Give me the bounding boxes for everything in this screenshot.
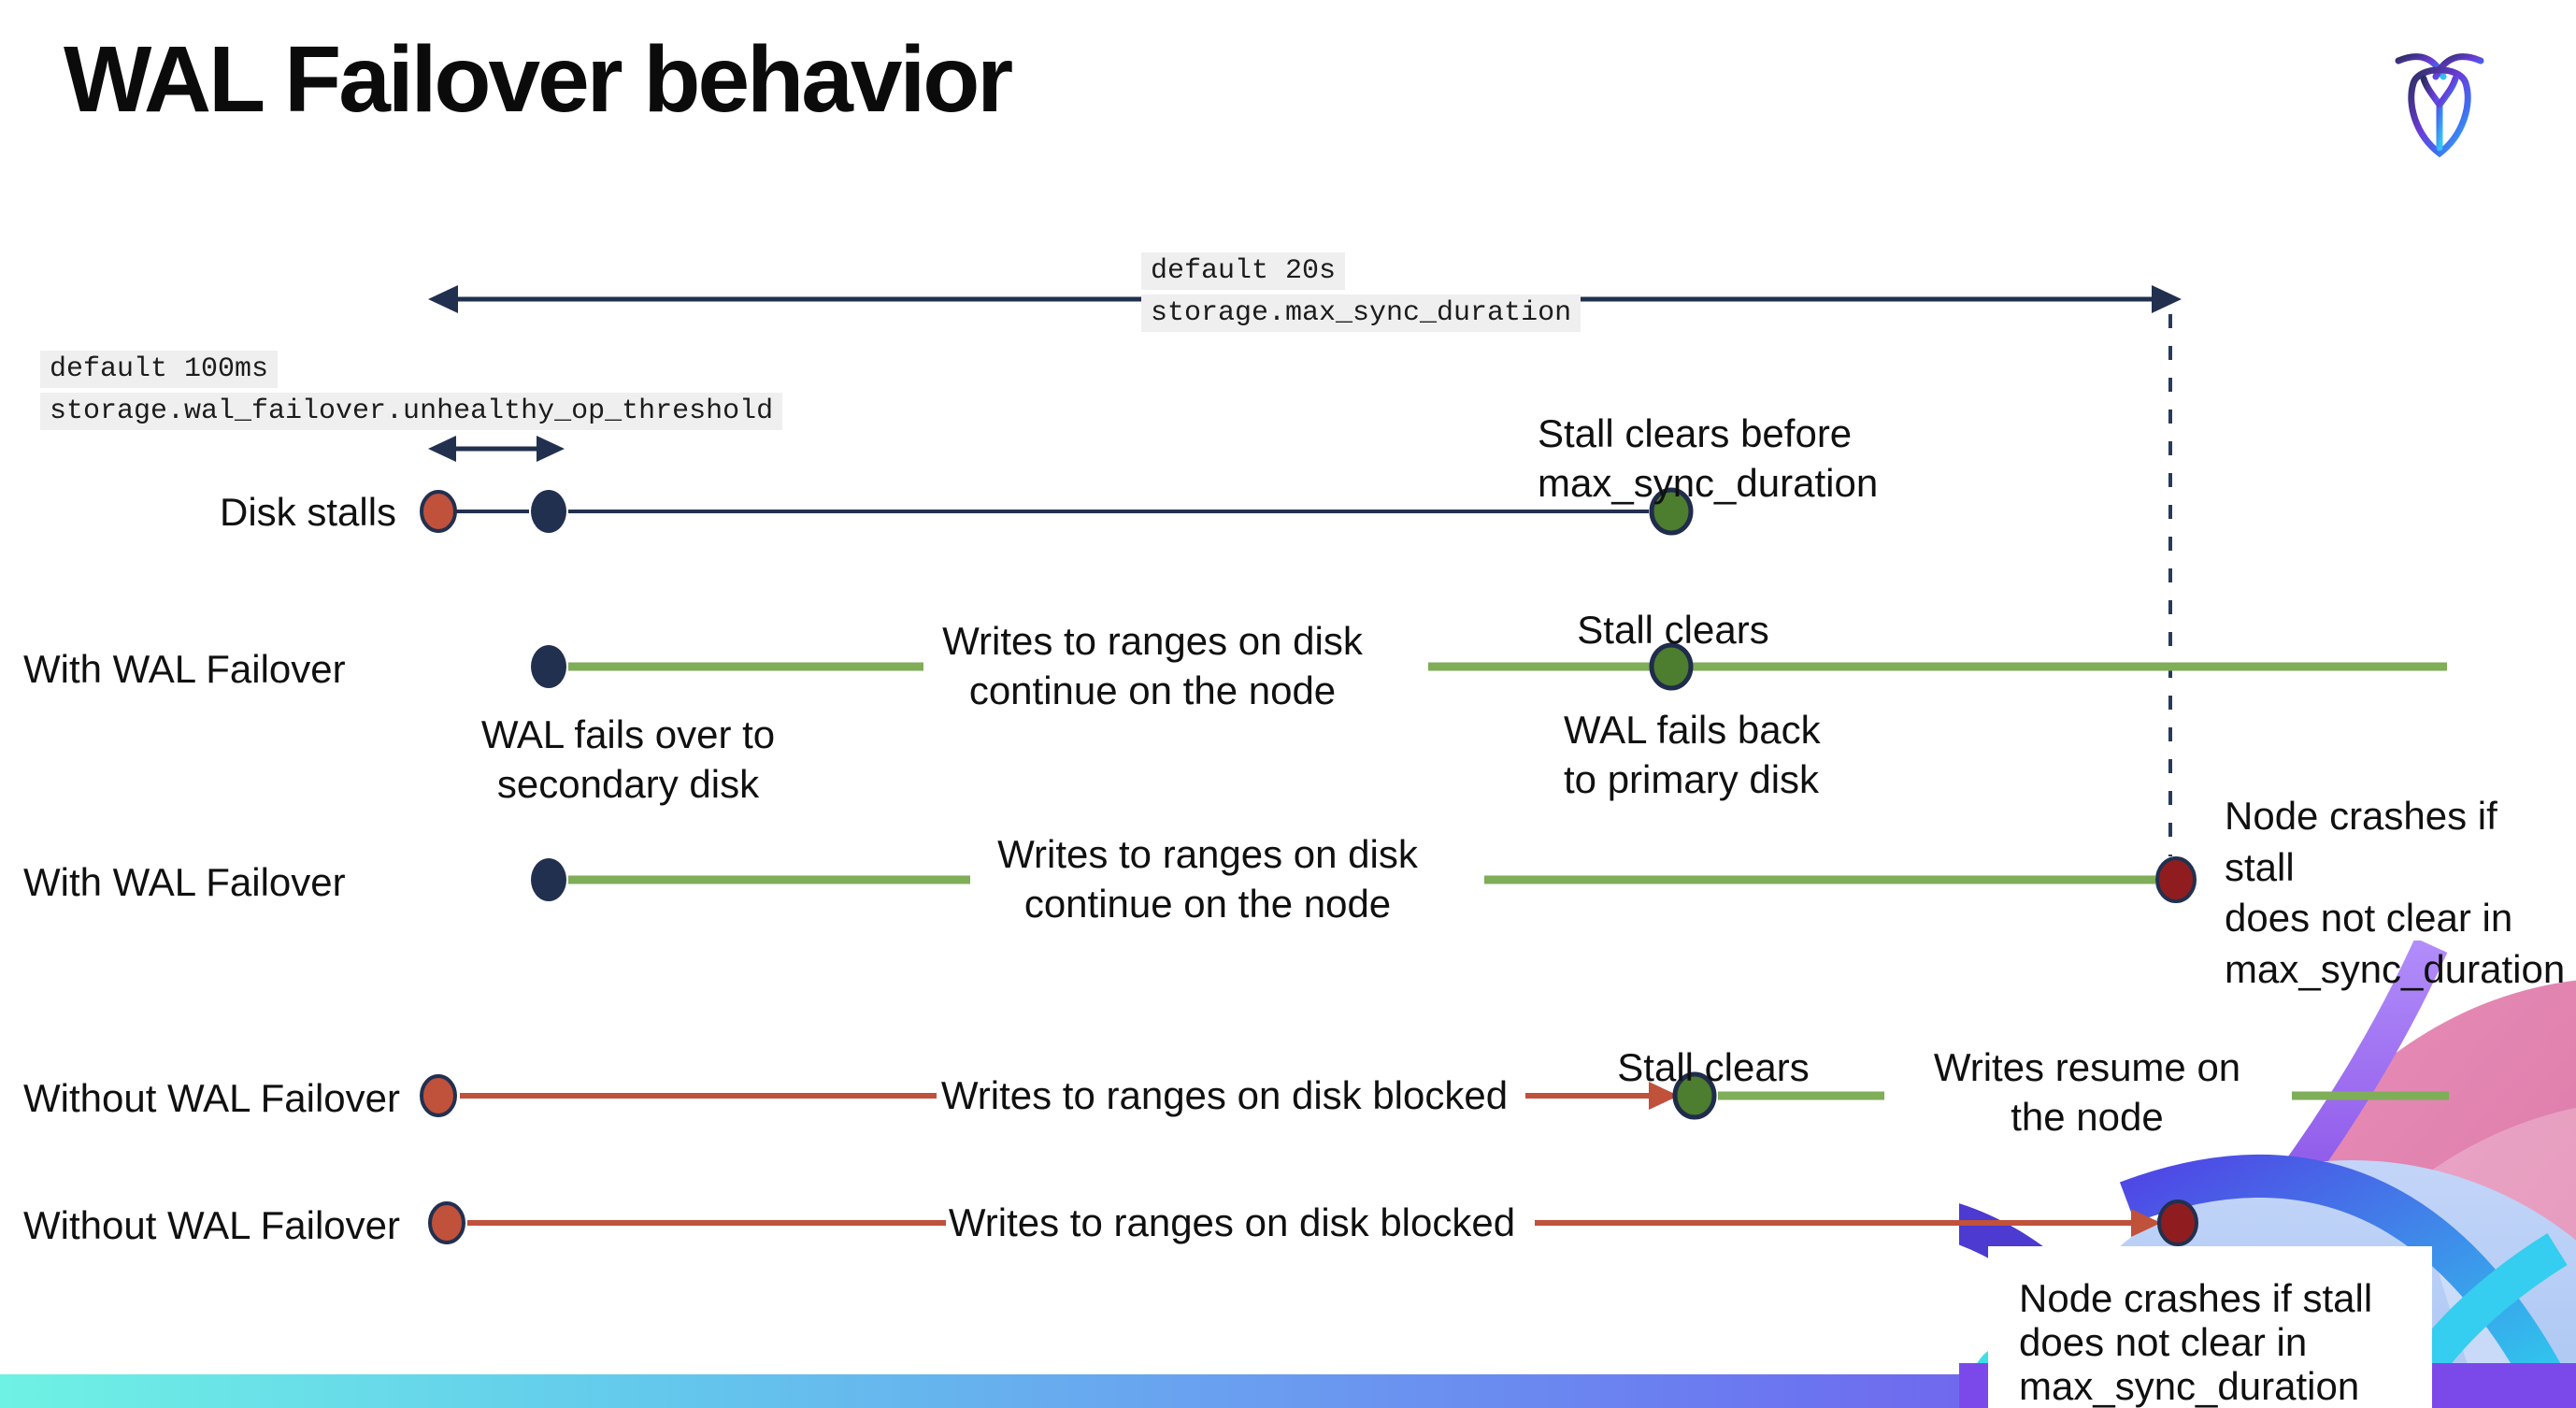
node-crash-dot xyxy=(2155,856,2197,903)
logo-strokes xyxy=(2395,53,2484,158)
annotation-wal-fails-over: WAL fails over to secondary disk xyxy=(480,712,776,806)
annotation-wal-fails-back: WAL fails back to primary disk xyxy=(1564,708,1821,801)
setting-default-value: default 20s xyxy=(1141,252,1346,290)
threshold-dot xyxy=(531,490,566,533)
arrow-head-right-icon xyxy=(1649,1082,1679,1110)
setting-name: storage.max_sync_duration xyxy=(1141,295,1581,332)
stall-start-dot xyxy=(420,1074,457,1117)
stall-clears-dot xyxy=(1672,1071,1717,1120)
failover-dot xyxy=(531,645,566,688)
arrow-head-right-icon xyxy=(2152,285,2182,313)
row-label-without-wal-failover: Without WAL Failover xyxy=(23,1076,400,1120)
annotation-writes-blocked: Writes to ranges on disk blocked xyxy=(940,1073,1509,1117)
row-label-disk-stalls: Disk stalls xyxy=(220,490,397,534)
arrow-head-left-icon xyxy=(428,285,458,313)
annotation-writes-continue: Writes to ranges on disk continue on the… xyxy=(997,832,1418,926)
annotation-stall-clears-before: Stall clears before max_sync_duration xyxy=(1538,411,1879,505)
setting-name: storage.wal_failover.unhealthy_op_thresh… xyxy=(40,393,783,430)
stall-start-dot xyxy=(420,490,457,533)
node-crash-dot xyxy=(2157,1200,2198,1246)
row-label-without-wal-failover: Without WAL Failover xyxy=(23,1203,400,1247)
annotation-stall-clears: Stall clears xyxy=(1577,608,1769,652)
annotation-writes-resume: Writes resume on the node xyxy=(1933,1045,2241,1139)
arrow-head-left-icon xyxy=(428,436,456,462)
page-title: WAL Failover behavior xyxy=(64,27,1013,132)
annotation-writes-blocked: Writes to ranges on disk blocked xyxy=(948,1200,1516,1244)
annotation-node-crashes: Node crashes if stall does not clear in … xyxy=(2225,794,2566,991)
failover-dot xyxy=(531,858,566,901)
arrow-head-right-icon xyxy=(2131,1209,2161,1237)
setting-default-value: default 100ms xyxy=(40,351,279,388)
art-cyan-arc xyxy=(2119,1155,2576,1408)
row-label-with-wal-failover: With WAL Failover xyxy=(23,647,346,691)
cockroachdb-logo-icon xyxy=(2395,53,2484,158)
annotation-writes-continue: Writes to ranges on disk continue on the… xyxy=(942,619,1363,712)
annotation-node-crashes: Node crashes if stall does not clear in … xyxy=(2019,1276,2373,1408)
arrow-head-right-icon xyxy=(537,436,565,462)
max-sync-duration-setting: default 20s storage.max_sync_duration xyxy=(1141,252,1581,337)
stall-start-dot xyxy=(428,1201,465,1244)
node-crashes-card: Node crashes if stall does not clear in … xyxy=(1988,1246,2432,1408)
stall-clears-dot xyxy=(1649,642,1694,691)
row-label-with-wal-failover: With WAL Failover xyxy=(23,860,346,904)
annotation-stall-clears: Stall clears xyxy=(1617,1045,1810,1089)
unhealthy-op-threshold-setting: default 100ms storage.wal_failover.unhea… xyxy=(40,351,783,435)
stall-clears-dot xyxy=(1649,487,1694,536)
